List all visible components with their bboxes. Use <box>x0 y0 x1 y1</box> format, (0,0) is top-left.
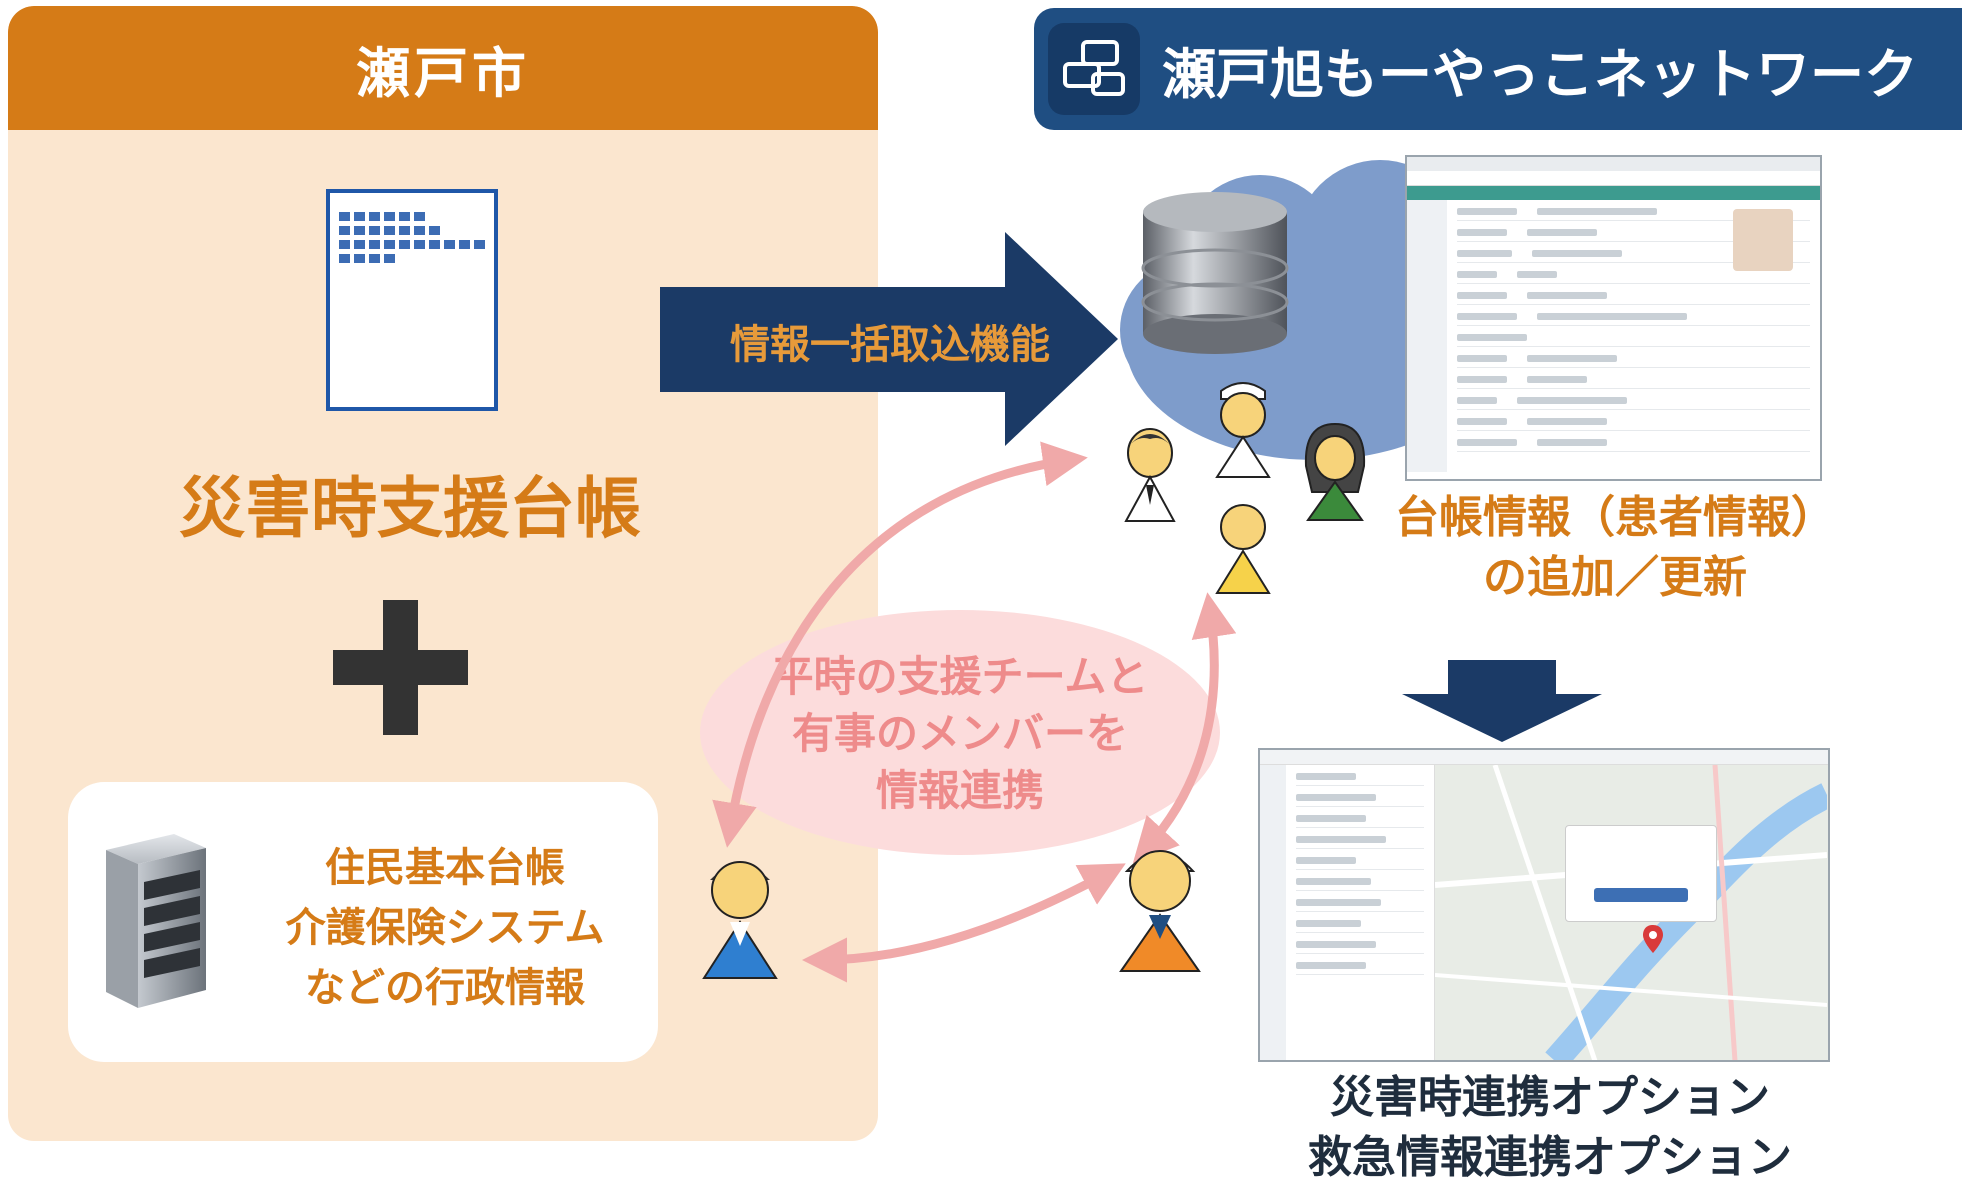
plus-icon <box>333 600 468 735</box>
pink-arrows <box>712 441 1237 983</box>
map-popup <box>1565 825 1717 922</box>
import-arrow-label: 情報一括取込機能 <box>730 322 1050 368</box>
person-icon <box>1119 850 1201 972</box>
person-icon <box>1215 504 1271 594</box>
database-icon <box>1141 192 1289 354</box>
ledger-info-line-2: の追加／更新 <box>1483 552 1747 603</box>
document-icon <box>326 189 498 411</box>
person-icon <box>1124 428 1176 522</box>
left-panel-header: 瀬戸市 <box>8 6 878 130</box>
admin-info-text: 住民基本台帳 介護保険システム などの行政情報 <box>245 838 645 1018</box>
option-line-1: 災害時連携オプション <box>1330 1072 1770 1123</box>
chat-network-icon <box>1048 23 1140 115</box>
ledger-title: 災害時支援台帳 <box>179 470 641 547</box>
right-panel-header: 瀬戸旭もーやっこネットワーク <box>1034 8 1962 130</box>
map-pin-icon <box>1643 925 1663 953</box>
patient-info-screenshot <box>1405 155 1822 481</box>
person-icon <box>1304 422 1366 521</box>
person-icon <box>702 861 778 979</box>
admin-line-3: などの行政情報 <box>305 965 585 1011</box>
map-area <box>1435 765 1828 1060</box>
nurse-icon <box>1215 382 1271 478</box>
import-arrow <box>660 232 1118 446</box>
server-rack-icon <box>106 834 206 1008</box>
disaster-map-screenshot <box>1258 748 1830 1062</box>
patient-photo <box>1733 209 1793 271</box>
ledger-info-text: 台帳情報（患者情報） の追加／更新 <box>1380 488 1850 608</box>
option-line-2: 救急情報連携オプション <box>1308 1132 1792 1183</box>
right-panel-title: 瀬戸旭もーやっこネットワーク <box>1162 42 1918 106</box>
option-text: 災害時連携オプション 救急情報連携オプション <box>1260 1068 1840 1188</box>
admin-line-2: 介護保険システム <box>285 905 605 951</box>
admin-line-1: 住民基本台帳 <box>325 845 565 891</box>
ledger-info-line-1: 台帳情報（患者情報） <box>1395 492 1835 543</box>
down-arrow <box>1402 660 1602 742</box>
